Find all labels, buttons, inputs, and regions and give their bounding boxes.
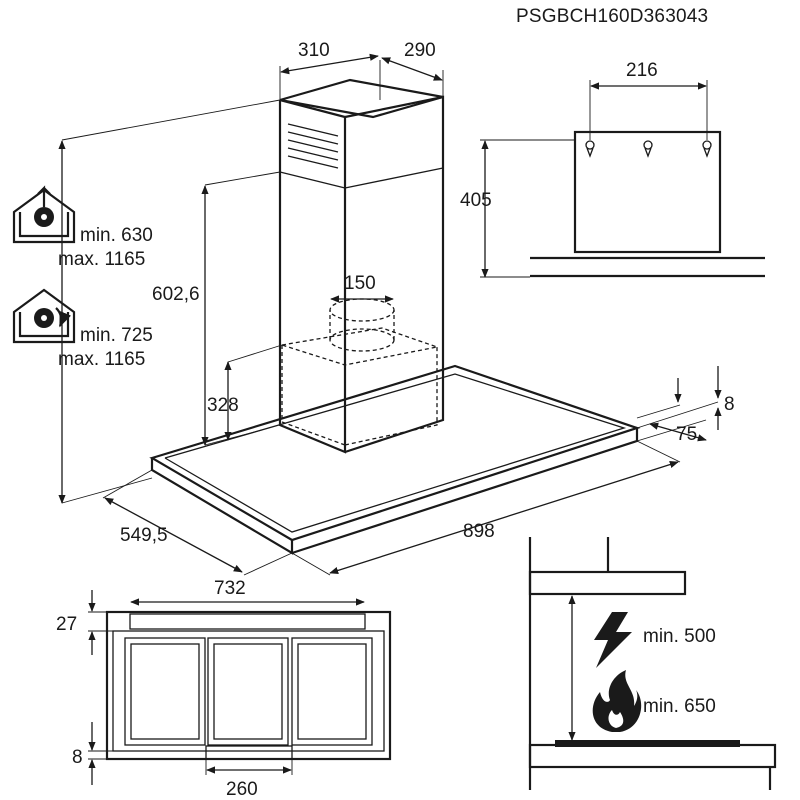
extraction-max-label: max. 1165 bbox=[58, 249, 145, 270]
gas-clearance-label: min. 650 bbox=[643, 696, 716, 717]
canopy-height-label: 75 bbox=[676, 424, 697, 445]
chimney-width-label: 310 bbox=[298, 40, 330, 61]
motor-housing-hidden bbox=[281, 298, 440, 446]
dim-chimney-width: 310 bbox=[279, 40, 381, 100]
vent-grille bbox=[287, 123, 339, 169]
flame-icon bbox=[592, 670, 642, 732]
edge-thickness-label: 8 bbox=[724, 394, 735, 415]
lightning-icon bbox=[594, 612, 632, 668]
hood-isometric-view bbox=[149, 78, 641, 555]
dim-chimney-depth: 290 bbox=[381, 40, 444, 97]
dim-motor-height: 328 bbox=[207, 344, 283, 441]
extraction-min-label: min. 630 bbox=[80, 225, 153, 246]
canopy-width-label: 898 bbox=[463, 521, 495, 542]
clearance-side-view: min. 500 min. 650 bbox=[528, 537, 777, 790]
house-recirculation-icon bbox=[12, 288, 76, 344]
motor-height-label: 328 bbox=[207, 395, 239, 416]
chimney-height-label: 602,6 bbox=[152, 284, 200, 305]
dim-outlet-diameter: 150 bbox=[330, 273, 394, 303]
dim-chimney-height: 602,6 bbox=[152, 171, 281, 446]
keyhole-icon bbox=[585, 140, 712, 158]
bracket-width-label: 216 bbox=[626, 60, 658, 81]
outlet-width-label: 260 bbox=[226, 779, 258, 800]
house-fan-extraction-icon bbox=[12, 185, 76, 244]
electric-clearance-label: min. 500 bbox=[643, 626, 716, 647]
filter-span-label: 732 bbox=[214, 578, 246, 599]
canopy-depth-label: 549,5 bbox=[120, 525, 168, 546]
dim-canopy-depth: 549,5 bbox=[102, 469, 293, 576]
chimney-depth-label: 290 bbox=[404, 40, 436, 61]
dim-edge-thickness: 8 bbox=[636, 366, 735, 430]
recirculation-max-label: max. 1165 bbox=[58, 349, 145, 370]
rear-margin-label: 8 bbox=[72, 747, 83, 768]
dim-canopy-width: 898 bbox=[291, 440, 681, 576]
filter-bottom-view: 732 27 8 260 bbox=[56, 578, 392, 800]
front-margin-label: 27 bbox=[56, 614, 77, 635]
recirculation-min-label: min. 725 bbox=[80, 325, 153, 346]
model-code: PSGBCH160D363043 bbox=[516, 6, 708, 27]
bracket-height-label: 405 bbox=[460, 190, 492, 211]
outlet-diameter-label: 150 bbox=[344, 273, 376, 294]
dim-canopy-height: 75 bbox=[636, 419, 707, 445]
wall-bracket-view: 216 405 bbox=[460, 60, 765, 278]
